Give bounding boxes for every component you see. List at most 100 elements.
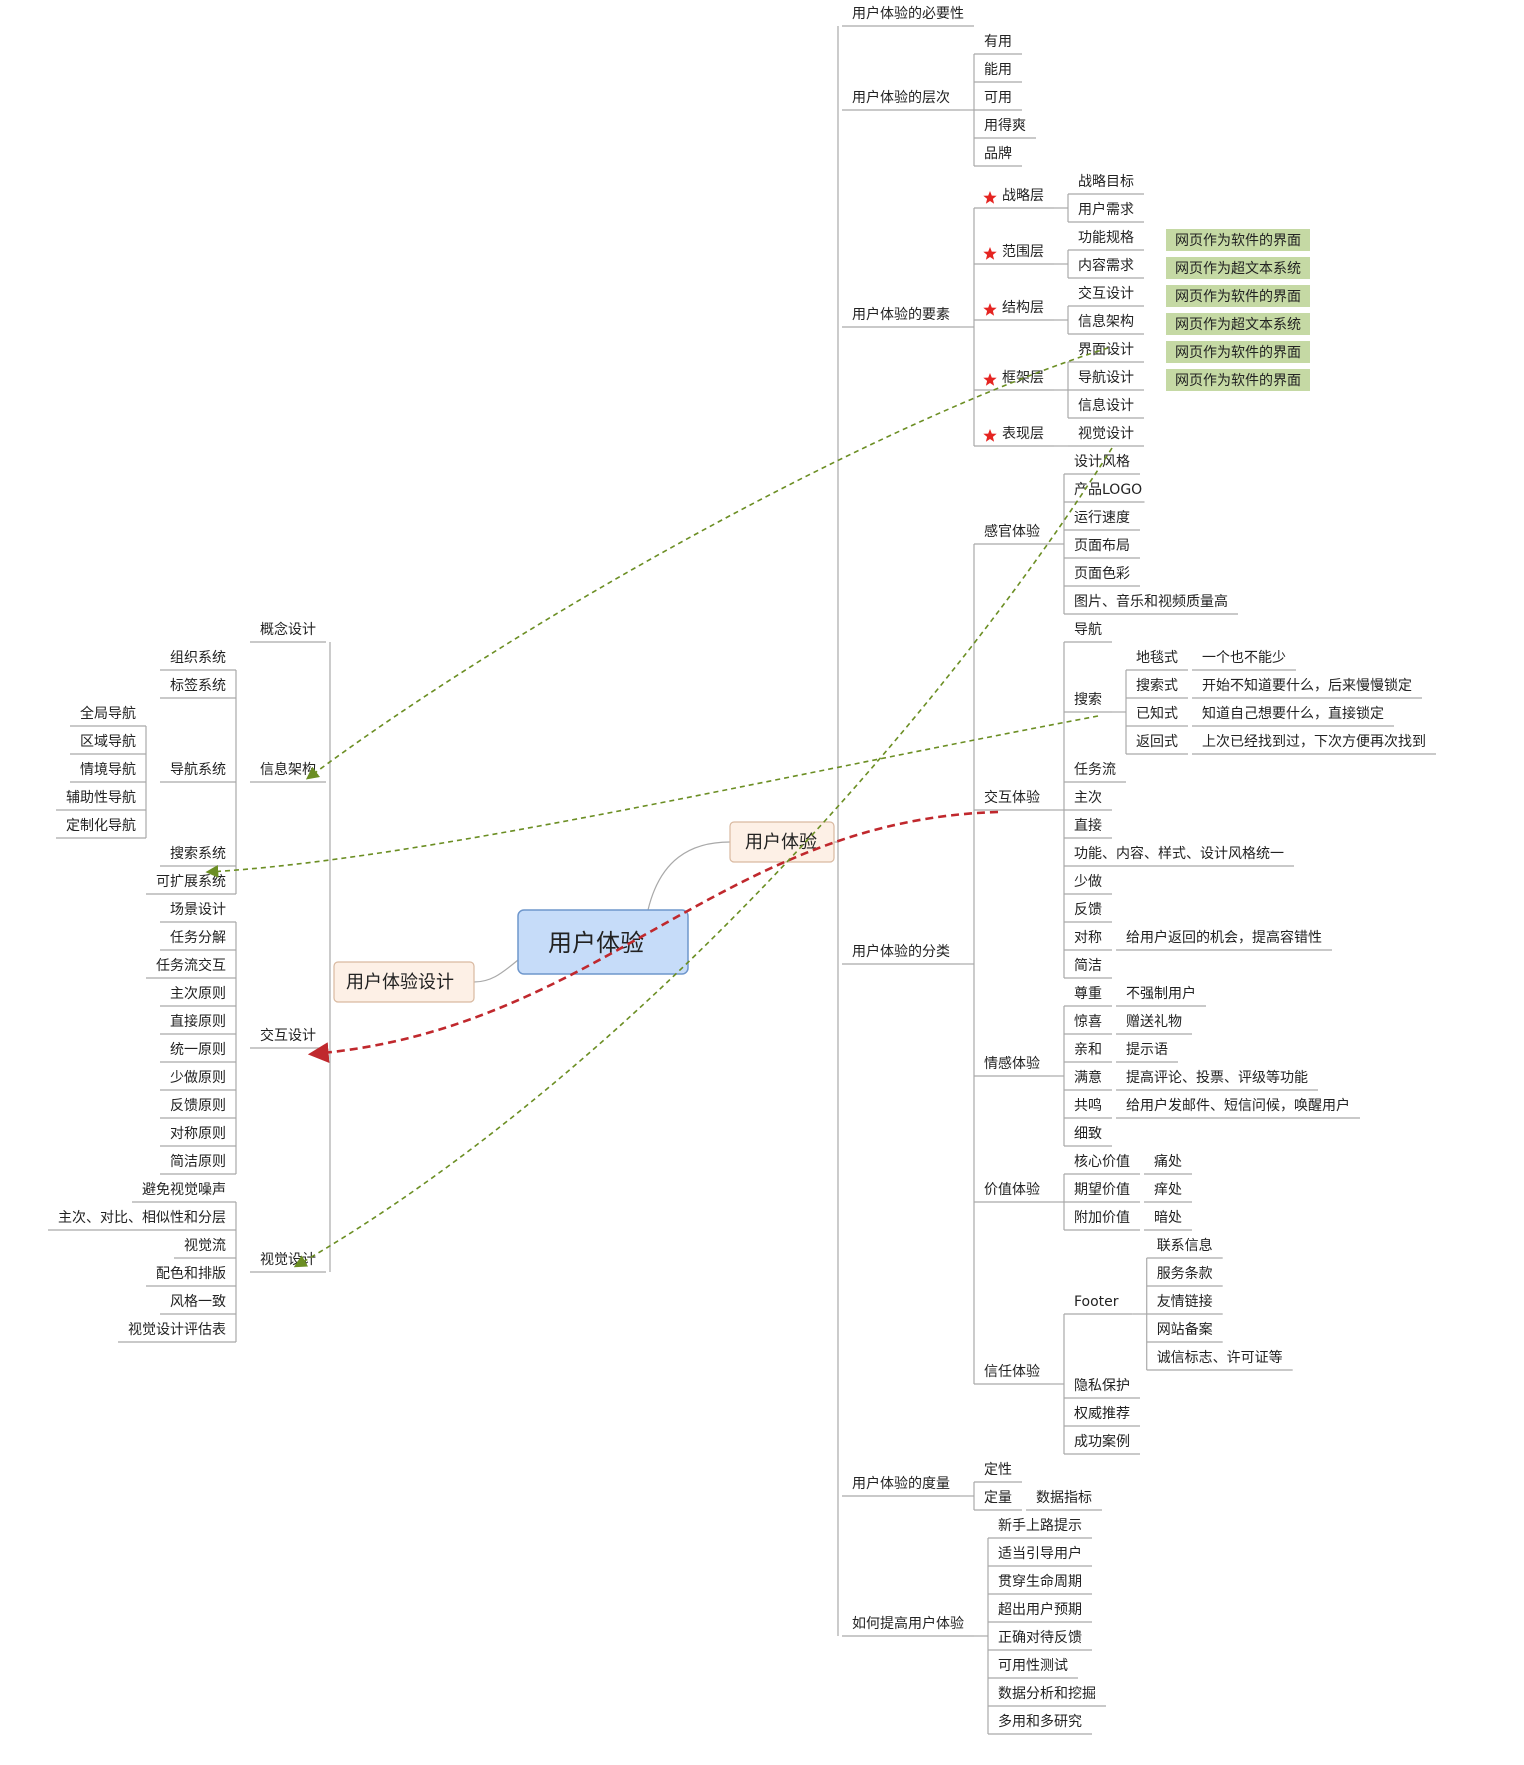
topic-left_main-branches-1-children-2-children-0[interactable]: 全局导航 [70, 705, 146, 727]
topic-right_main-branches-3-children-2-children-0-descnode[interactable]: 不强制用户 [1116, 985, 1206, 1007]
topic-right_main-branches-3-children-1-children-4[interactable]: 直接 [1064, 817, 1112, 839]
topic-left_main-branches-2-children-9[interactable]: 简洁原则 [160, 1153, 236, 1175]
topic-right_main-branches-3-children-1-children-2[interactable]: 任务流 [1064, 762, 1126, 783]
topic-right_main-branches-2-children-4[interactable]: 表现层 [974, 426, 1054, 447]
topic-right_main-branches-2-children-0-children-1[interactable]: 用户需求 [1068, 201, 1144, 223]
topic-right_main-branches-2-children-2[interactable]: 结构层 [974, 300, 1054, 321]
central-topic[interactable]: 用户体验 [517, 909, 689, 975]
topic-right_main-branches-2-children-3-children-1[interactable]: 导航设计 [1068, 370, 1144, 391]
topic-right_main-branches-3-children-1-children-1-children-2[interactable]: 已知式 [1126, 705, 1188, 727]
topic-right_main-branches-3-children-4-children-3[interactable]: 成功案例 [1064, 1433, 1140, 1455]
topic-right_main-branches-3-children-2-children-1-descnode[interactable]: 赠送礼物 [1116, 1014, 1192, 1035]
topic-right_main-branches-3-children-0-children-2[interactable]: 运行速度 [1064, 510, 1140, 531]
topic-right_main-branches-2-children-1[interactable]: 范围层 [974, 243, 1054, 265]
topic-left_main-branches-1[interactable]: 信息架构 [250, 761, 326, 783]
topic-right_main-branches-2-children-2-children-0[interactable]: 交互设计 [1068, 285, 1144, 307]
topic-right_main-branches-3-children-4-children-0-children-3[interactable]: 网站备案 [1146, 1321, 1223, 1343]
topic-right_main-branches-3-children-2-children-1[interactable]: 惊喜 [1064, 1014, 1112, 1035]
topic-left_main-branches-1-children-0[interactable]: 组织系统 [160, 650, 236, 671]
topic-right_main-branches-3-children-1-children-3[interactable]: 主次 [1064, 790, 1112, 811]
topic-right_main-branches-3-children-1-children-1-children-2-descnode[interactable]: 知道自己想要什么，直接锁定 [1192, 705, 1394, 727]
topic-right_main-branches-2-children-1-children-1[interactable]: 内容需求 [1068, 257, 1144, 279]
topic-right_main-branches-3-children-2-children-2[interactable]: 亲和 [1064, 1042, 1112, 1063]
topic-right_main-branches-3-children-3-children-2[interactable]: 附加价值 [1064, 1210, 1140, 1231]
topic-right_main-branches-3-children-4-children-0-children-2[interactable]: 友情链接 [1146, 1293, 1223, 1315]
topic-right_main-branches-3-children-1-children-8[interactable]: 对称 [1064, 930, 1112, 951]
topic-left_main-branches-2-children-5[interactable]: 统一原则 [160, 1042, 236, 1063]
topic-right_main-branches-3-children-4-children-0-children-1[interactable]: 服务条款 [1146, 1265, 1223, 1287]
topic-right_main-branches-3-children-1-children-1-children-3-descnode[interactable]: 上次已经找到过，下次方便再次找到 [1192, 734, 1436, 755]
topic-right_main-branches-2-children-1-children-0[interactable]: 功能规格 [1068, 230, 1144, 251]
topic-right_main-branches-3-children-0-children-3[interactable]: 页面布局 [1064, 538, 1140, 559]
topic-right_main-branches-1-children-1[interactable]: 能用 [974, 62, 1022, 83]
topic-right_main-branches-1-children-0[interactable]: 有用 [974, 34, 1022, 55]
topic-right_main-branches-3-children-4-children-2[interactable]: 权威推荐 [1064, 1406, 1140, 1427]
topic-right_main-branches-3-children-3-children-0[interactable]: 核心价值 [1064, 1154, 1140, 1175]
topic-right_main-branches-2-children-3-children-2[interactable]: 信息设计 [1068, 397, 1144, 419]
topic-right_main-branches-3-children-4-children-0-children-4[interactable]: 诚信标志、许可证等 [1146, 1349, 1293, 1371]
topic-right_main-branches-4-children-1[interactable]: 定量 [974, 1490, 1022, 1511]
topic-right_main-branches-3-children-1-children-8-descnode[interactable]: 给用户返回的机会，提高容错性 [1116, 929, 1332, 951]
topic-left_main-branches-1-children-2-children-2[interactable]: 情境导航 [70, 762, 146, 783]
topic-right_main-branches-2[interactable]: 用户体验的要素 [842, 306, 960, 328]
topic-right_main-branches-3-children-2[interactable]: 情感体验 [974, 1055, 1050, 1077]
topic-right_main-branches-2-children-0-children-0[interactable]: 战略目标 [1068, 174, 1144, 195]
topic-right_main-branches-5-children-5[interactable]: 可用性测试 [988, 1658, 1078, 1679]
topic-right_main-branches-3[interactable]: 用户体验的分类 [842, 943, 960, 965]
topic-left_main-branches-2-children-0[interactable]: 场景设计 [160, 902, 236, 923]
topic-right_main-branches-3-children-4-children-0[interactable]: Footer [1064, 1294, 1133, 1315]
topic-left_main-branches-2[interactable]: 交互设计 [250, 1027, 326, 1049]
topic-right_main-branches-3-children-2-children-4-descnode[interactable]: 给用户发邮件、短信问候，唤醒用户 [1116, 1097, 1360, 1119]
topic-right_main-branches-5-children-4[interactable]: 正确对待反馈 [988, 1630, 1092, 1651]
topic-left_main-branches-1-children-2-children-4[interactable]: 定制化导航 [56, 818, 146, 839]
topic-right_main-branches-3-children-1-children-9[interactable]: 简洁 [1064, 957, 1112, 979]
topic-right_main-branches-0[interactable]: 用户体验的必要性 [842, 5, 974, 27]
topic-right_main-branches-2-children-0[interactable]: 战略层 [974, 188, 1054, 209]
topic-right_main-branches-2-children-3-children-0[interactable]: 界面设计 [1068, 342, 1144, 363]
topic-right_main-branches-1-children-3[interactable]: 用得爽 [974, 117, 1036, 139]
topic-right_main-branches-1-children-2[interactable]: 可用 [974, 90, 1022, 111]
topic-left_main-branches-1-children-3[interactable]: 搜索系统 [160, 845, 236, 867]
main-topic-ux-design[interactable]: 用户体验设计 [333, 961, 475, 1003]
topic-right_main-branches-3-children-0-children-5[interactable]: 图片、音乐和视频质量高 [1064, 593, 1238, 615]
topic-right_main-branches-3-children-1-children-1[interactable]: 搜索 [1064, 691, 1112, 713]
topic-right_main-branches-3-children-0-children-1[interactable]: 产品LOGO [1064, 482, 1145, 503]
topic-left_main-branches-1-children-2-children-3[interactable]: 辅助性导航 [56, 790, 146, 811]
topic-right_main-branches-3-children-1-children-1-children-1[interactable]: 搜索式 [1126, 677, 1188, 699]
topic-left_main-branches-3-children-3[interactable]: 配色和排版 [146, 1265, 236, 1287]
topic-right_main-branches-3-children-1-children-7[interactable]: 反馈 [1064, 902, 1112, 923]
topic-right_main-branches-3-children-2-children-4[interactable]: 共鸣 [1064, 1097, 1112, 1119]
topic-right_main-branches-5-children-6[interactable]: 数据分析和挖掘 [988, 1686, 1106, 1707]
topic-right_main-branches-3-children-2-children-0[interactable]: 尊重 [1064, 985, 1112, 1007]
topic-right_main-branches-5-children-7[interactable]: 多用和多研究 [988, 1713, 1092, 1735]
topic-right_main-branches-3-children-4-children-1[interactable]: 隐私保护 [1064, 1378, 1140, 1399]
topic-left_main-branches-3-children-4[interactable]: 风格一致 [160, 1294, 236, 1315]
topic-right_main-branches-3-children-2-children-3-descnode[interactable]: 提高评论、投票、评级等功能 [1116, 1069, 1318, 1091]
topic-left_main-branches-1-children-2[interactable]: 导航系统 [160, 762, 236, 783]
topic-right_main-branches-3-children-0[interactable]: 感官体验 [974, 523, 1050, 545]
topic-right_main-branches-3-children-2-children-3[interactable]: 满意 [1064, 1069, 1112, 1091]
topic-right_main-branches-2-children-4-children-0[interactable]: 视觉设计 [1068, 426, 1144, 447]
topic-left_main-branches-1-children-1[interactable]: 标签系统 [160, 677, 236, 699]
topic-right_main-branches-1-children-4[interactable]: 品牌 [974, 145, 1022, 167]
topic-right_main-branches-3-children-1-children-1-children-0[interactable]: 地毯式 [1126, 650, 1188, 671]
topic-right_main-branches-3-children-1-children-1-children-1-descnode[interactable]: 开始不知道要什么，后来慢慢锁定 [1192, 677, 1422, 699]
topic-right_main-branches-4[interactable]: 用户体验的度量 [842, 1475, 960, 1497]
topic-left_main-branches-1-children-2-children-1[interactable]: 区域导航 [70, 734, 146, 755]
topic-left_main-branches-2-children-2[interactable]: 任务流交互 [146, 957, 236, 979]
topic-right_main-branches-3-children-2-children-2-descnode[interactable]: 提示语 [1116, 1042, 1178, 1063]
topic-left_main-branches-0[interactable]: 概念设计 [250, 621, 326, 643]
topic-left_main-branches-3-children-2[interactable]: 视觉流 [174, 1238, 236, 1259]
topic-right_main-branches-5-children-0[interactable]: 新手上路提示 [988, 1518, 1092, 1539]
topic-right_main-branches-5-children-1[interactable]: 适当引导用户 [988, 1545, 1092, 1567]
topic-right_main-branches-3-children-3-children-0-descnode[interactable]: 痛处 [1144, 1153, 1192, 1175]
topic-right_main-branches-3-children-1-children-1-children-3[interactable]: 返回式 [1126, 734, 1188, 755]
topic-right_main-branches-2-children-3[interactable]: 框架层 [974, 370, 1054, 391]
topic-right_main-branches-3-children-0-children-0[interactable]: 设计风格 [1064, 454, 1140, 475]
topic-right_main-branches-3-children-3[interactable]: 价值体验 [974, 1182, 1050, 1203]
topic-left_main-branches-3-children-0[interactable]: 避免视觉噪声 [132, 1182, 236, 1203]
topic-right_main-branches-3-children-3-children-2-descnode[interactable]: 暗处 [1144, 1210, 1192, 1231]
topic-right_main-branches-1[interactable]: 用户体验的层次 [842, 89, 960, 111]
topic-left_main-branches-2-children-4[interactable]: 直接原则 [160, 1013, 236, 1035]
topic-left_main-branches-3-children-5[interactable]: 视觉设计评估表 [118, 1322, 236, 1343]
